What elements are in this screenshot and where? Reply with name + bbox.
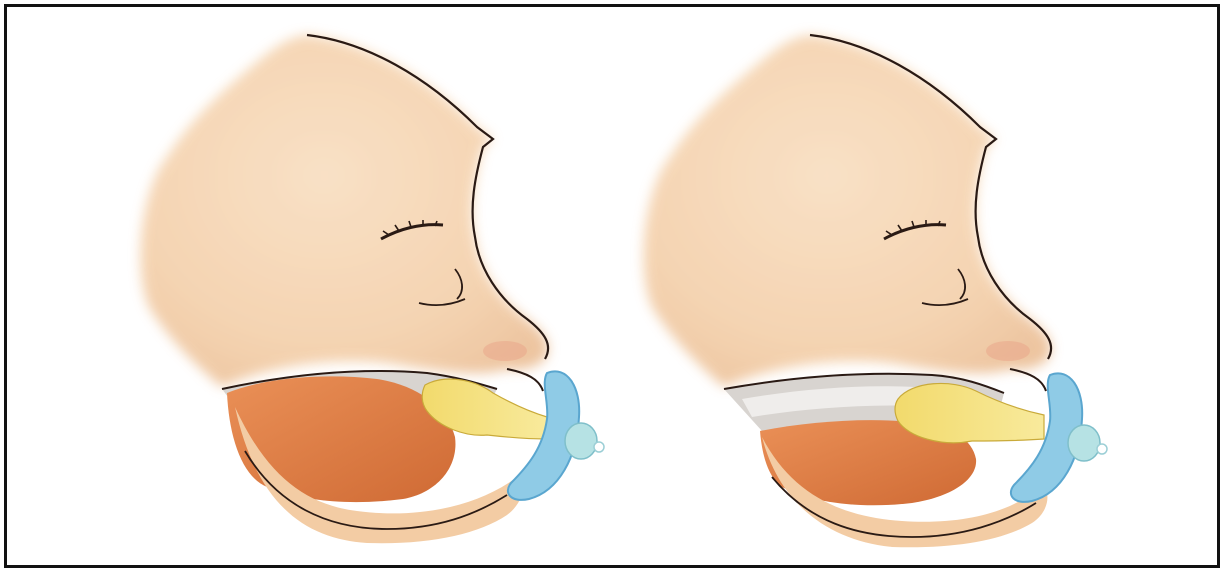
pacifier-nipple: [895, 383, 1044, 442]
figure-frame: [4, 4, 1220, 568]
infant-illustration-left: [7, 7, 612, 565]
upper-lip: [1010, 369, 1046, 391]
upper-lip: [507, 369, 543, 391]
left-panel: [7, 7, 612, 565]
pacifier-knob: [1068, 425, 1100, 461]
infant-illustration-right: [612, 7, 1217, 565]
right-panel: [612, 7, 1217, 565]
head-shape: [644, 35, 1052, 387]
pacifier-knob: [565, 423, 597, 459]
tongue-raised: [227, 376, 455, 502]
head-shape: [141, 35, 549, 387]
